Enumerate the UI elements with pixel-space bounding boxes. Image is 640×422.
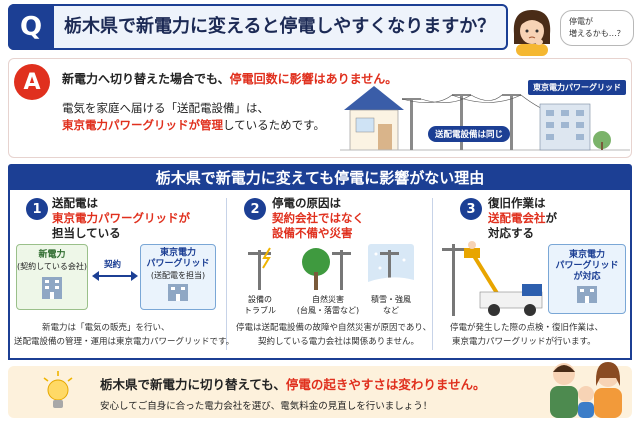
reason-2-number: 2 [244, 198, 266, 220]
conclusion-line-1: 栃木県で新電力に切り替えても、停電の起きやすさは変わりません。 [100, 374, 486, 393]
recovery-company-box: 東京電力 パワーグリッド が対応 [548, 244, 626, 314]
answer-badge: A [14, 64, 50, 100]
equipment-label: 送配電設備は同じ [428, 126, 511, 142]
pole-trouble-icon [248, 247, 271, 290]
cause-3-line-2: など [383, 306, 399, 315]
reason-2-heading: 停電の原因は 契約会社ではなく 設備不備や災害 [272, 196, 364, 241]
conclusion-line-1-prefix: 栃木県で新電力に切り替えても、 [100, 377, 286, 392]
family-illustration [550, 362, 622, 418]
conclusion-line-2: 安心してご自身に合った電力会社を選び、電気料金の見直しを行いましょう！ [100, 401, 433, 412]
question-bar [8, 4, 508, 50]
office-building-icon [42, 277, 62, 299]
column-divider-1 [226, 198, 227, 350]
reason-3-line-3: 対応する [488, 226, 534, 240]
cause-2-line-1: 自然災害 [312, 295, 344, 304]
reason-1-heading: 送配電は 東京電力パワーグリッドが 担当している [52, 196, 190, 241]
company-sign: 東京電力パワーグリッド [528, 80, 626, 95]
natural-disaster-icon [302, 248, 351, 290]
reason-3-line-1: 復旧作業は [488, 196, 546, 210]
reason-3-line-2-emphasis: 送配電会社 [488, 211, 546, 225]
recovery-box-line-2: パワーグリッド [555, 261, 619, 271]
reason-2-line-1: 停電の原因は [272, 196, 341, 210]
answer-line-3-suffix: しているためです。 [223, 118, 326, 132]
worried-woman-illustration [513, 10, 551, 56]
question-badge: Q [8, 4, 54, 50]
answer-line-3-emphasis: 東京電力パワーグリッドが管理 [62, 118, 223, 132]
tepco-grid-title-2: パワーグリッド [146, 259, 210, 269]
answer-panel [8, 58, 632, 158]
reason-3-line-2-suffix: が [545, 211, 558, 225]
contract-label: 契約 [104, 260, 122, 270]
tepco-grid-box: 東京電力 パワーグリッド (送配電を担当) [140, 244, 216, 310]
reason-2-line-2: 契約会社ではなく [272, 211, 364, 225]
reason-3-note-1: 停電が発生した際の点検・復旧作業は、 [450, 323, 604, 333]
contract-double-arrow [92, 271, 138, 281]
column-divider-2 [432, 198, 433, 350]
cause-1-label: 設備の トラブル [240, 294, 280, 316]
cause-3-line-1: 積雪・強風 [371, 295, 411, 304]
question-title: 栃木県で新電力に変えると停電しやすくなりますか？ [64, 16, 496, 37]
reasons-title: 栃木県で新電力に変えても停電に影響がない理由 [8, 164, 632, 190]
answer-line-1-emphasis: 停電回数に影響はありません。 [229, 72, 398, 86]
reason-1-line-2: 東京電力パワーグリッドが [52, 211, 190, 225]
bubble-line-1: 停電が [569, 17, 593, 26]
reason-3-number: 3 [460, 198, 482, 220]
cause-3-label: 積雪・強風 など [364, 294, 418, 316]
lightbulb-icon [43, 371, 73, 408]
cause-2-line-2: (台風・落雷など) [296, 306, 360, 315]
house-grid-illustration [340, 86, 630, 151]
new-power-title: 新電力 [38, 250, 66, 260]
answer-line-1: 新電力へ切り替えた場合でも、停電回数に影響はありません。 [62, 70, 397, 87]
reason-1-note-2: 送配電設備の管理・運用は東京電力パワーグリッドです。 [14, 337, 235, 347]
cause-1-line-1: 設備の [248, 295, 272, 304]
bubble-line-2: 増えるかも…？ [569, 29, 625, 38]
repair-truck-illustration [442, 241, 543, 316]
reason-3-line-2: 送配電会社が [488, 211, 557, 226]
recovery-box-line-3: が対応 [573, 272, 601, 282]
conclusion-panel [8, 366, 632, 418]
snow-wind-icon [368, 244, 414, 290]
reason-2-note-2: 契約している電力会社は関係ありません。 [258, 337, 419, 347]
new-power-box: 新電力 (契約している会社) [16, 244, 88, 310]
conclusion-line-1-emphasis: 停電の起きやすさは変わりません。 [285, 377, 486, 392]
reason-3-heading: 復旧作業は 送配電会社が 対応する [488, 196, 557, 241]
reason-1-line-3: 担当している [52, 226, 121, 240]
cause-1-line-2: トラブル [244, 306, 276, 315]
reason-2-note-1: 停電は送配電設備の故障や自然災害が原因であり、 [236, 323, 432, 333]
worry-bubble: 停電が 増えるかも…？ [560, 10, 634, 46]
reason-1-note-1: 新電力は「電気の販売」を行い、 [42, 323, 170, 333]
reason-3-note-2: 東京電力パワーグリッドが行います。 [452, 337, 596, 347]
tepco-grid-title-1: 東京電力 [159, 248, 196, 258]
reason-1-number: 1 [26, 198, 48, 220]
cause-2-label: 自然災害 (台風・落雷など) [296, 294, 360, 316]
office-building-icon [168, 284, 188, 301]
tepco-grid-sub: (送配電を担当) [150, 271, 206, 280]
reason-1-line-1: 送配電は [52, 196, 98, 210]
answer-line-1-prefix: 新電力へ切り替えた場合でも、 [62, 72, 230, 86]
answer-line-2: 電気を家庭へ届ける「送配電設備」は、 [62, 101, 269, 115]
answer-line-3: 東京電力パワーグリッドが管理しているためです。 [62, 117, 325, 133]
office-building-icon [577, 286, 597, 303]
new-power-sub: (契約している会社) [17, 262, 88, 271]
reason-2-line-3: 設備不備や災害 [272, 226, 353, 240]
recovery-box-line-1: 東京電力 [568, 250, 605, 260]
